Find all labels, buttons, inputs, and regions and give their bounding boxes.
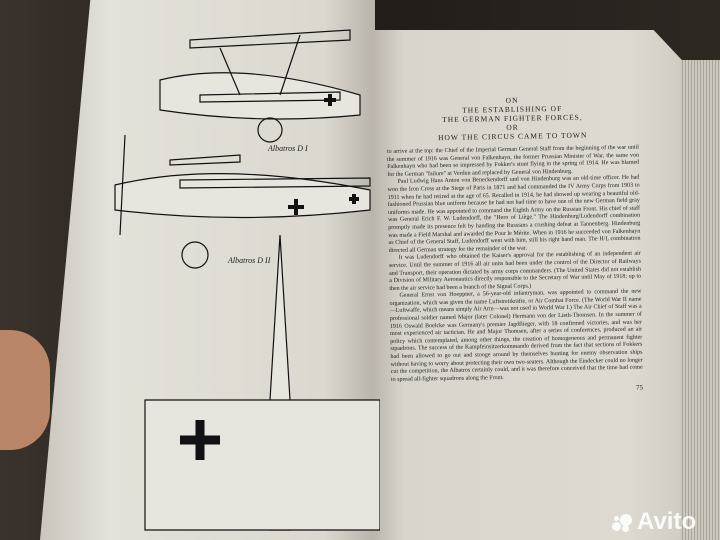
paragraph: It was Ludendorff who obtained the Kaise… (388, 250, 642, 292)
avito-watermark: Avito (612, 508, 696, 536)
paragraph: General Ernst von Hoeppner, a 56-year-ol… (389, 288, 643, 383)
paragraph: Paul Ludwig Hans Anton von Beneckendorff… (387, 174, 641, 254)
chapter-title: ON THE ESTABLISHING OF THE GERMAN FIGHTE… (386, 94, 639, 143)
right-page (372, 30, 692, 540)
caption-albatros-d1: Albatros D I (268, 144, 308, 153)
watermark-text: Avito (637, 508, 697, 535)
albatros-d1-drawing (159, 29, 361, 143)
body-text: to arrive at the top: the Chief of the I… (387, 145, 643, 385)
albatros-d2-drawing (114, 134, 371, 269)
caption-albatros-d2: Albatros D II (228, 256, 271, 265)
avito-logo-icon (612, 513, 634, 532)
albatros-top-view-drawing (144, 234, 380, 531)
page-edges (680, 60, 720, 540)
aircraft-drawings (114, 29, 380, 531)
right-page-text: ON THE ESTABLISHING OF THE GERMAN FIGHTE… (386, 94, 643, 397)
paragraph: to arrive at the top: the Chief of the I… (386, 144, 640, 178)
hand (0, 330, 50, 450)
